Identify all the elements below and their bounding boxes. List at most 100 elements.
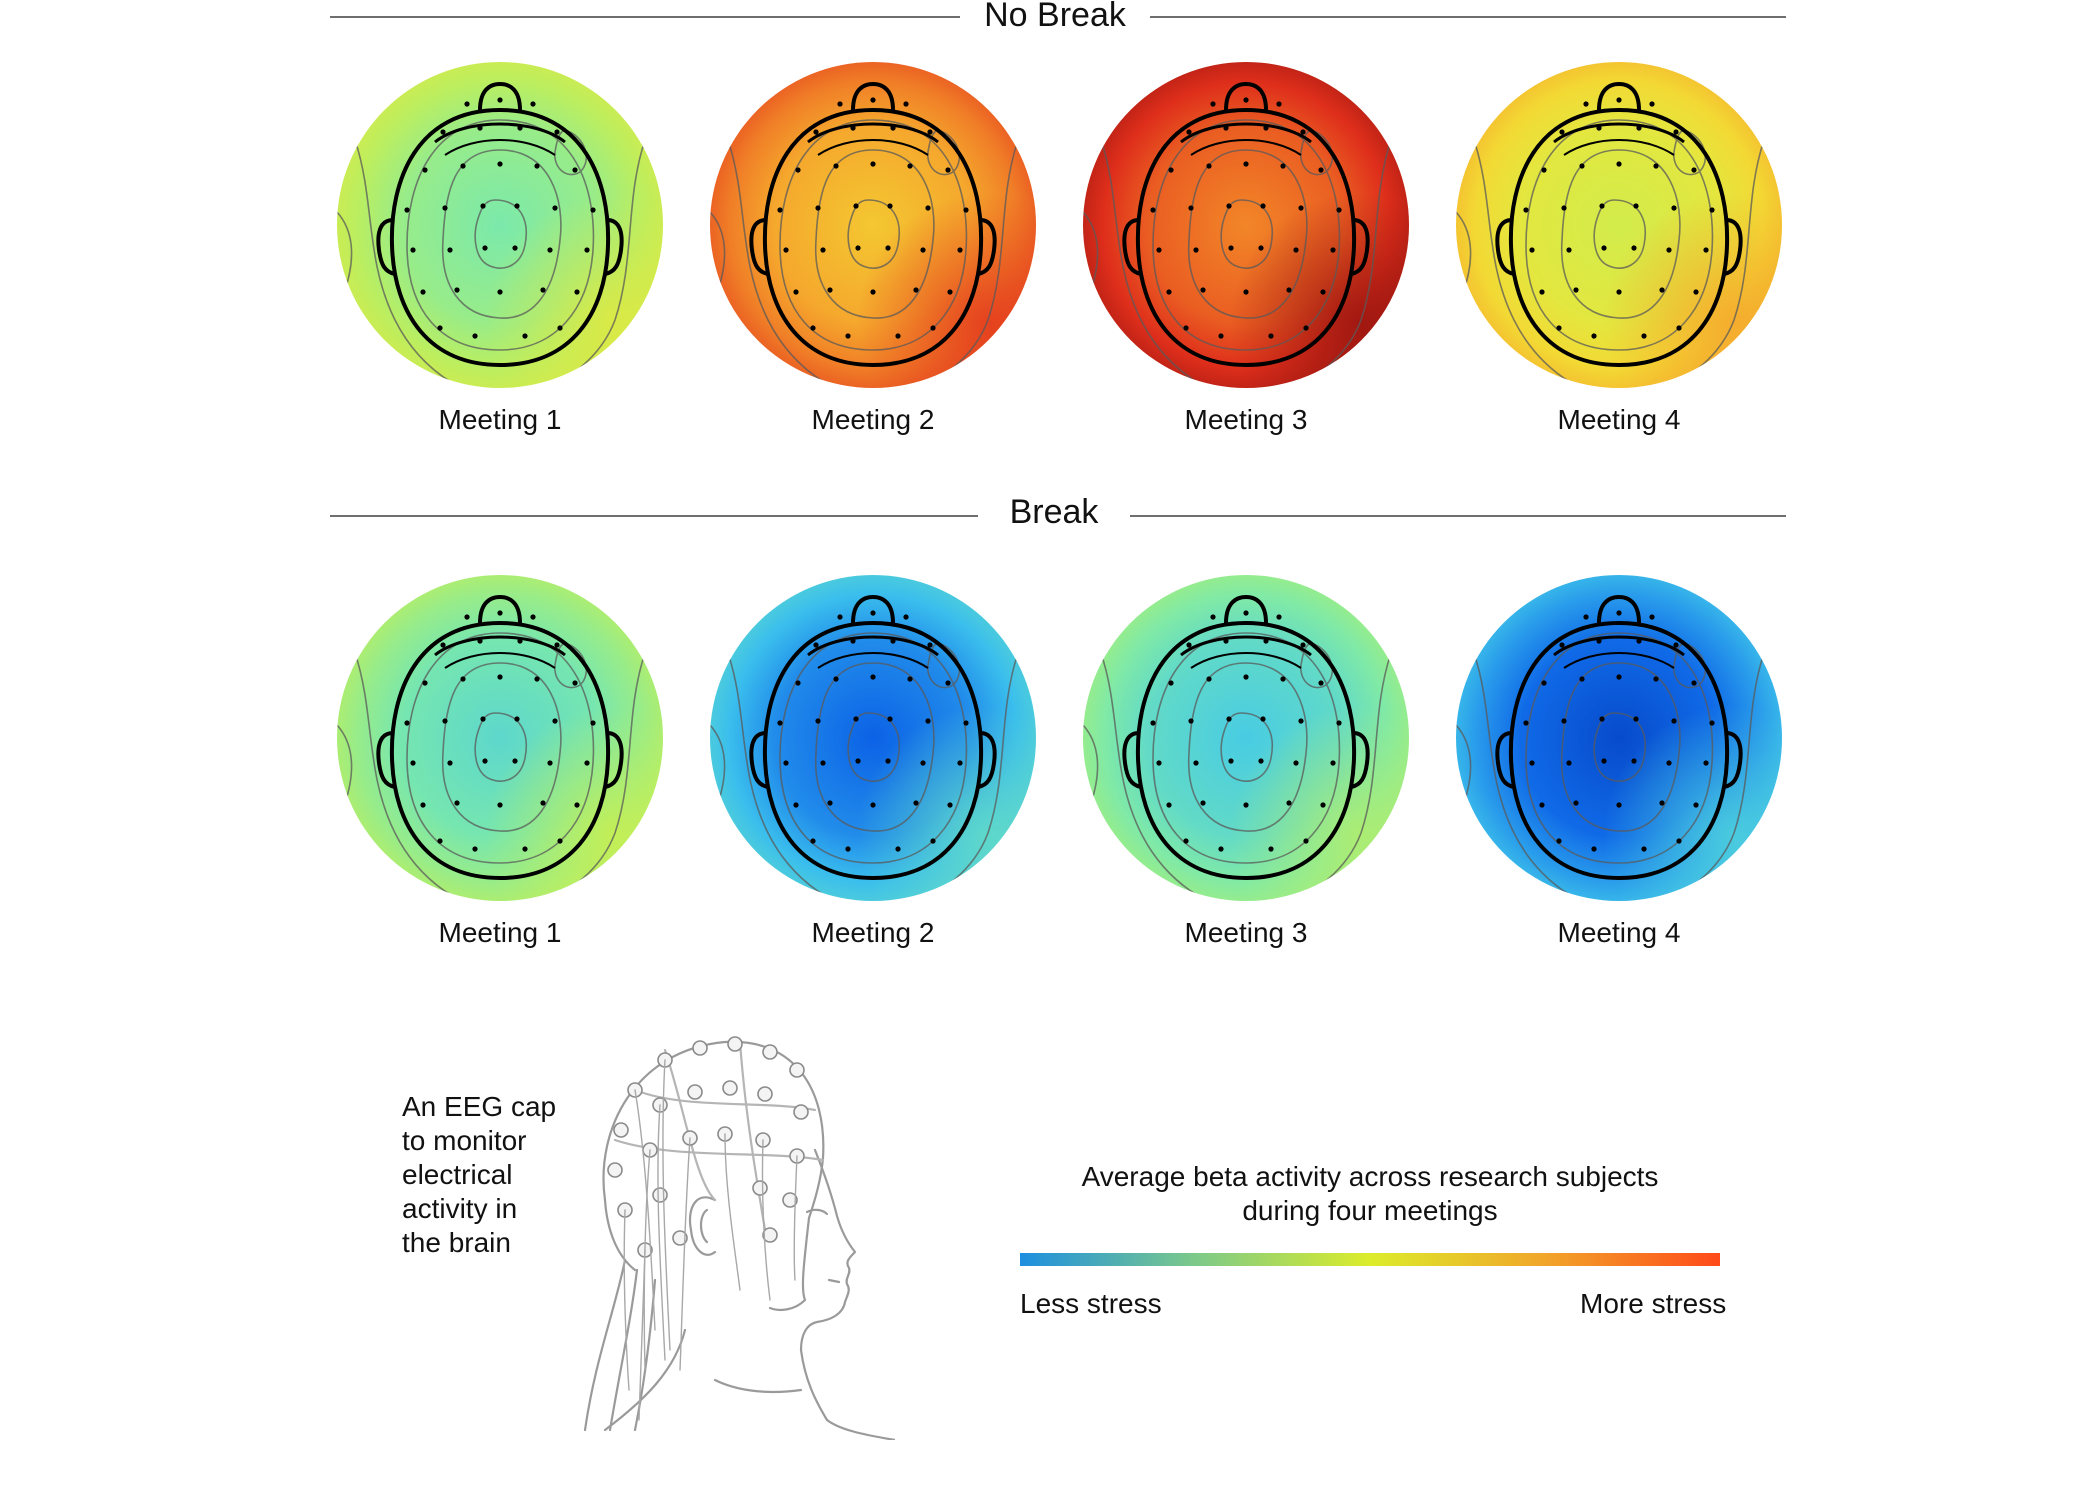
electrode-dot — [855, 245, 861, 251]
electrode-dot — [783, 760, 789, 766]
electrode-dot — [482, 758, 488, 764]
electrode-dot — [572, 680, 578, 686]
electrode-dot — [795, 167, 801, 173]
electrode-dot — [1336, 207, 1342, 213]
electrode-dot — [1330, 247, 1336, 253]
electrode-dot — [1223, 125, 1229, 131]
legend-title-line: Average beta activity across research su… — [1081, 1161, 1659, 1192]
electrode-dot — [925, 205, 931, 211]
electrode-dot — [1210, 614, 1216, 620]
electrode-grid — [404, 97, 596, 339]
electrode-dot — [1601, 758, 1607, 764]
electrode-dot — [845, 846, 851, 852]
electrode-dot — [920, 247, 926, 253]
electrode-dot — [1336, 720, 1342, 726]
electrode-dot — [514, 203, 520, 209]
electrode-dot — [1166, 802, 1172, 808]
electrode-dot — [837, 101, 843, 107]
electrode-dot — [420, 802, 426, 808]
electrode-dot — [793, 802, 799, 808]
electrode-dot — [1529, 247, 1535, 253]
head-outline — [1122, 594, 1370, 881]
topomap-meeting-2 — [708, 60, 1038, 390]
electrode-dot — [833, 163, 839, 169]
topographic-map — [710, 62, 1036, 388]
electrode-dot — [870, 289, 876, 295]
electrode-dot — [827, 287, 833, 293]
electrode-dot — [887, 203, 893, 209]
electrode-dot — [547, 247, 553, 253]
electrode-dot — [853, 203, 859, 209]
section-title-no-break: No Break — [984, 0, 1126, 34]
electrode-dot — [1268, 846, 1274, 852]
meeting-label: Meeting 4 — [1557, 917, 1681, 948]
head-outline — [1122, 81, 1370, 368]
electrode-dot — [1258, 758, 1264, 764]
electrode-dot — [1293, 247, 1299, 253]
electrode-dot — [930, 325, 936, 331]
electrode-dot — [1579, 676, 1585, 682]
electrode-dot — [1200, 800, 1206, 806]
electrode-dot — [1168, 680, 1174, 686]
electrode-dot — [574, 802, 580, 808]
electrode-dot — [1556, 325, 1562, 331]
electrode-dot — [945, 680, 951, 686]
electrode-dot — [1676, 838, 1682, 844]
electrode-dot — [827, 800, 833, 806]
head-outline — [749, 594, 997, 881]
head-outline — [376, 594, 624, 881]
electrode-dot — [1286, 287, 1292, 293]
caption-line: activity in — [402, 1193, 518, 1224]
electrode-dot — [1559, 642, 1565, 648]
topographic-map — [710, 575, 1036, 901]
topomap-meeting-1 — [335, 60, 665, 390]
section-title-break: Break — [1009, 493, 1099, 531]
topomap-meeting-2 — [708, 573, 1038, 903]
electrode-dot — [1659, 800, 1665, 806]
electrode-dot — [1616, 610, 1622, 616]
electrode-dot — [930, 838, 936, 844]
electrode-dot — [1583, 614, 1589, 620]
electrode-dot — [1218, 333, 1224, 339]
electrode-dot — [1298, 718, 1304, 724]
electrode-dot — [1260, 716, 1266, 722]
electrode-dot — [540, 287, 546, 293]
head-outline — [376, 81, 624, 368]
electrode-dot — [870, 97, 876, 103]
electrode-dot — [540, 800, 546, 806]
electrode-dot — [1573, 800, 1579, 806]
electrode-dot — [1320, 802, 1326, 808]
electrode-dot — [454, 800, 460, 806]
electrode-dot — [1649, 614, 1655, 620]
electrode-dot — [1293, 760, 1299, 766]
electrode-dot — [813, 129, 819, 135]
electrode-dot — [1298, 205, 1304, 211]
electrode-dot — [810, 838, 816, 844]
topomap-meeting-3 — [1081, 60, 1411, 390]
electrode-dot — [437, 838, 443, 844]
electrode-dot — [1703, 760, 1709, 766]
electrode-dot — [574, 289, 580, 295]
electrode-dot — [420, 289, 426, 295]
electrode-dot — [1243, 610, 1249, 616]
electrode-dot — [1641, 333, 1647, 339]
electrode-dot — [947, 289, 953, 295]
section-divider-right — [1130, 515, 1786, 517]
electrode-dot — [1691, 167, 1697, 173]
contour-lines — [1456, 119, 1765, 388]
electrode-dot — [472, 333, 478, 339]
electrode-dot — [442, 205, 448, 211]
electrode-dot — [410, 760, 416, 766]
electrode-dot — [890, 638, 896, 644]
electrode-dot — [1330, 760, 1336, 766]
electrode-dot — [1631, 758, 1637, 764]
electrode-dot — [517, 638, 523, 644]
topomap-meeting-1 — [335, 573, 665, 903]
meeting-label: Meeting 3 — [1184, 917, 1308, 948]
electrode-dot — [554, 129, 560, 135]
electrode-dot — [777, 207, 783, 213]
electrode-dot — [783, 247, 789, 253]
electrode-dot — [1649, 101, 1655, 107]
electrode-dot — [460, 163, 466, 169]
electrode-dot — [584, 760, 590, 766]
